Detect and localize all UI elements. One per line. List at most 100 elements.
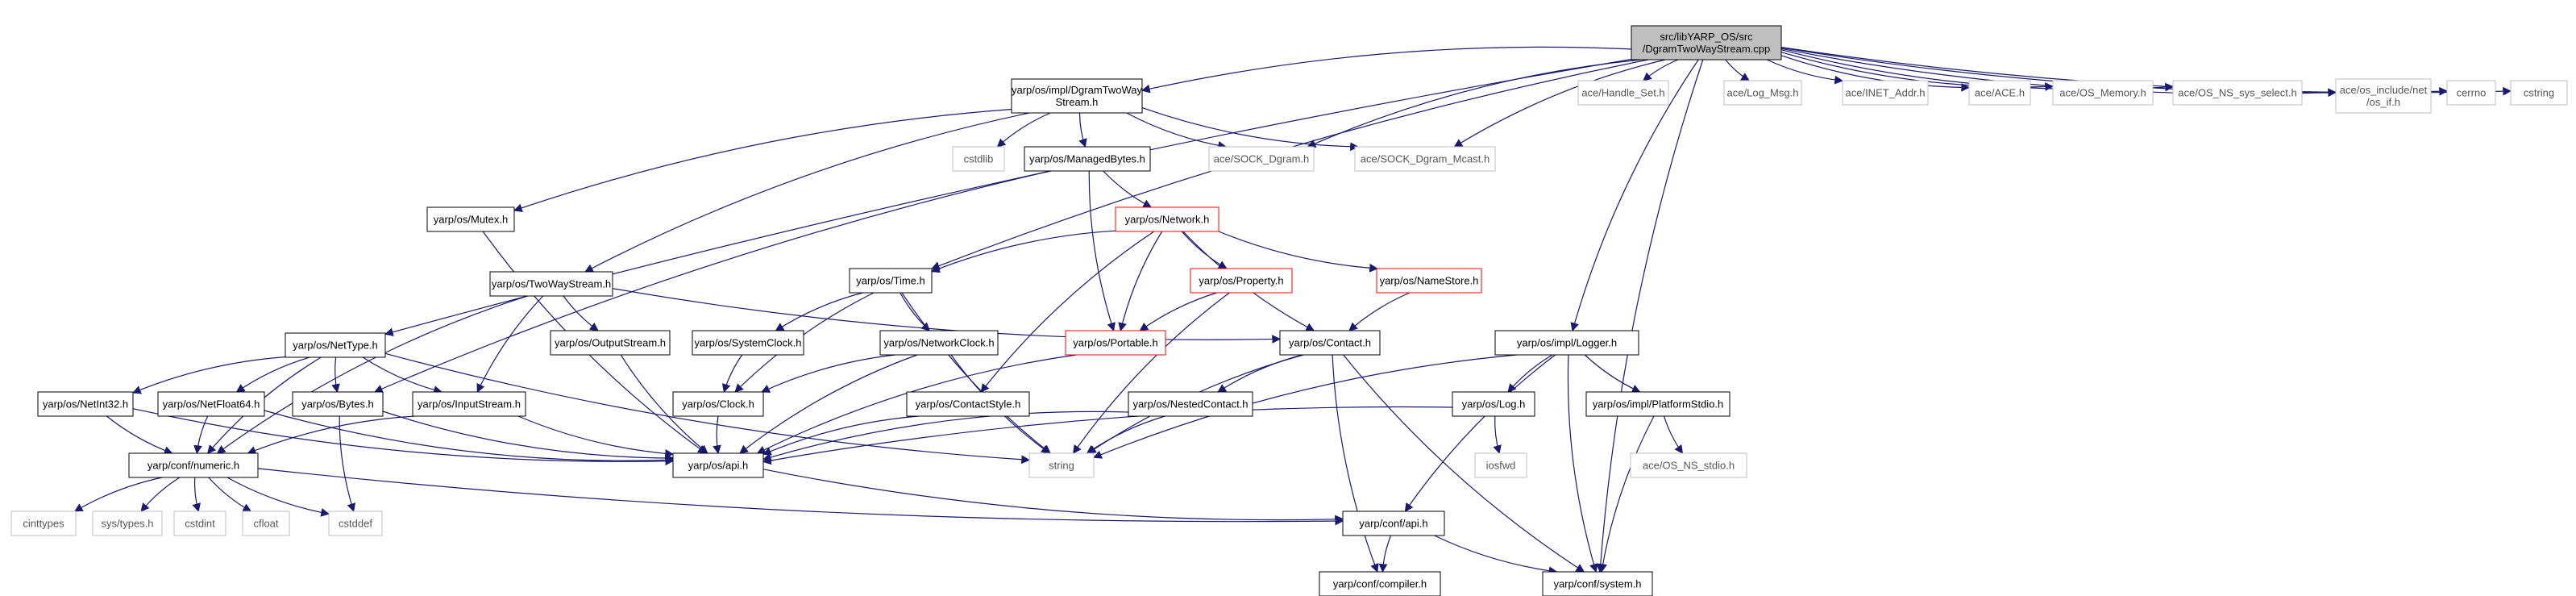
- node-box: [1028, 452, 1095, 478]
- node-contact[interactable]: yarp/os/Contact.h: [1279, 330, 1381, 356]
- node-string: string: [1028, 452, 1095, 478]
- edge-time-to-string: [901, 292, 1051, 454]
- node-label: ace/OS_NS_stdio.h: [1643, 460, 1735, 472]
- node-cstdlib: cstdlib: [952, 146, 1005, 172]
- node-box: [1190, 268, 1293, 294]
- edge-network-to-contactstyle: [980, 231, 1155, 393]
- edge-log-to-api: [762, 406, 1453, 465]
- node-label: ace/ACE.h: [1975, 87, 2025, 99]
- node-box: [128, 452, 259, 478]
- node-label: yarp/os/Portable.h: [1073, 337, 1158, 349]
- node-box: [1842, 80, 1929, 106]
- node-outputstream[interactable]: yarp/os/OutputStream.h: [550, 330, 671, 356]
- node-inputstream[interactable]: yarp/os/InputStream.h: [412, 391, 526, 417]
- edge-dgram_h-to-twowaystream: [584, 112, 1030, 273]
- node-cerrno: cerrno: [2446, 80, 2496, 106]
- edge-conf_api-to-system: [1434, 535, 1558, 576]
- node-managedbytes[interactable]: yarp/os/ManagedBytes.h: [1024, 146, 1151, 172]
- node-bytes[interactable]: yarp/os/Bytes.h: [292, 391, 384, 417]
- node-namestore[interactable]: yarp/os/NameStore.h: [1376, 268, 1482, 294]
- node-netint32[interactable]: yarp/os/NetInt32.h: [37, 391, 134, 417]
- edge-platformstdio-to-system: [1598, 415, 1655, 573]
- edges-layer: [73, 46, 2512, 576]
- node-cinttypes: cinttypes: [10, 511, 77, 536]
- edge-nettype-to-bytes: [331, 356, 340, 394]
- node-clock[interactable]: yarp/os/Clock.h: [672, 391, 764, 417]
- node-box: [1585, 391, 1730, 417]
- node-twowaystream[interactable]: yarp/os/TwoWayStream.h: [489, 271, 613, 297]
- node-compiler[interactable]: yarp/conf/compiler.h: [1319, 571, 1441, 596]
- edge-root-to-logger: [1570, 59, 1699, 332]
- node-label: yarp/os/impl/Logger.h: [1517, 337, 1617, 349]
- node-label: yarp/os/TwoWayStream.h: [492, 278, 611, 290]
- node-label: yarp/os/api.h: [688, 460, 748, 472]
- node-property[interactable]: yarp/os/Property.h: [1190, 268, 1293, 294]
- node-platformstdio[interactable]: yarp/os/impl/PlatformStdio.h: [1585, 391, 1730, 417]
- node-label: /DgramTwoWayStream.cpp: [1643, 43, 1770, 55]
- node-label: yarp/os/Clock.h: [682, 398, 754, 411]
- node-netfloat64[interactable]: yarp/os/NetFloat64.h: [157, 391, 265, 417]
- node-box: [412, 391, 526, 417]
- node-api[interactable]: yarp/os/api.h: [672, 452, 764, 478]
- edge-networkclock-to-api: [739, 354, 918, 454]
- node-numeric[interactable]: yarp/conf/numeric.h: [128, 452, 259, 478]
- node-dgram_h[interactable]: yarp/os/impl/DgramTwoWayStream.h: [1011, 78, 1143, 114]
- edge-dgram_h-to-cstdlib: [996, 112, 1051, 148]
- node-network[interactable]: yarp/os/Network.h: [1115, 206, 1219, 232]
- node-os_memory: ace/OS_Memory.h: [2052, 80, 2154, 106]
- edge-nettype-to-string: [384, 352, 1031, 465]
- node-conf_api[interactable]: yarp/conf/api.h: [1342, 511, 1445, 536]
- node-networkclock[interactable]: yarp/os/NetworkClock.h: [879, 330, 999, 356]
- node-label: ace/OS_NS_sys_select.h: [2178, 87, 2296, 99]
- node-label: yarp/os/Mutex.h: [434, 214, 509, 226]
- node-label: yarp/os/InputStream.h: [418, 398, 521, 411]
- node-label: yarp/os/Time.h: [856, 275, 925, 287]
- edge-namestore-to-contact: [1348, 292, 1411, 331]
- node-systemclock[interactable]: yarp/os/SystemClock.h: [692, 330, 804, 356]
- node-box: [672, 391, 764, 417]
- node-label: string: [1049, 460, 1074, 472]
- node-label: yarp/os/NetFloat64.h: [163, 398, 260, 411]
- node-label: ace/INET_Addr.h: [1846, 87, 1926, 99]
- node-box: [550, 330, 671, 356]
- node-inet_addr: ace/INET_Addr.h: [1842, 80, 1929, 106]
- node-label: yarp/os/OutputStream.h: [555, 337, 666, 349]
- node-time[interactable]: yarp/os/Time.h: [849, 268, 933, 294]
- node-logger[interactable]: yarp/os/impl/Logger.h: [1494, 330, 1639, 356]
- node-box: [1968, 80, 2031, 106]
- node-mutex[interactable]: yarp/os/Mutex.h: [426, 206, 515, 232]
- node-root[interactable]: src/libYARP_OS/src/DgramTwoWayStream.cpp: [1631, 25, 1782, 60]
- edge-numeric-to-cstdint: [192, 477, 201, 513]
- node-contactstyle[interactable]: yarp/os/ContactStyle.h: [906, 391, 1030, 417]
- node-label: yarp/os/ManagedBytes.h: [1029, 153, 1145, 165]
- edge-systemclock-to-clock: [721, 354, 743, 394]
- edge-logger-to-conf_api: [1404, 354, 1556, 512]
- node-label: yarp/os/Property.h: [1199, 275, 1283, 287]
- node-box: [1494, 330, 1639, 356]
- node-label: yarp/os/NetworkClock.h: [883, 337, 994, 349]
- node-log_msg: ace/Log_Msg.h: [1723, 80, 1802, 106]
- edge-logger-to-platformstdio: [1584, 354, 1641, 393]
- edge-twowaystream-to-numeric: [216, 295, 528, 454]
- edge-root-to-handle_set: [1643, 59, 1679, 81]
- edge-logger-to-string: [1092, 354, 1518, 459]
- node-box: [692, 330, 804, 356]
- node-portable[interactable]: yarp/os/Portable.h: [1065, 330, 1166, 356]
- node-system[interactable]: yarp/conf/system.h: [1542, 571, 1653, 596]
- edge-bytes-to-cstddef: [339, 415, 356, 513]
- node-label: yarp/os/impl/PlatformStdio.h: [1593, 398, 1724, 411]
- edge-twowaystream-to-outputstream: [563, 295, 599, 331]
- edge-network-to-time: [930, 230, 1116, 273]
- node-log[interactable]: yarp/os/Log.h: [1452, 391, 1535, 417]
- node-nestedcontact[interactable]: yarp/os/NestedContact.h: [1128, 391, 1253, 417]
- node-label: yarp/os/Network.h: [1125, 214, 1210, 226]
- node-label: iosfwd: [1486, 460, 1516, 472]
- node-label: yarp/os/NetType.h: [293, 340, 378, 352]
- edge-twowaystream-to-contact: [612, 288, 1282, 344]
- node-nettype[interactable]: yarp/os/NetType.h: [285, 332, 386, 358]
- node-label: yarp/conf/api.h: [1359, 518, 1427, 530]
- node-label: cinttypes: [23, 518, 64, 530]
- node-label: yarp/conf/system.h: [1553, 578, 1641, 590]
- node-label: ace/os_include/net: [2340, 84, 2428, 96]
- edge-root-to-dgram_h: [1141, 46, 1632, 94]
